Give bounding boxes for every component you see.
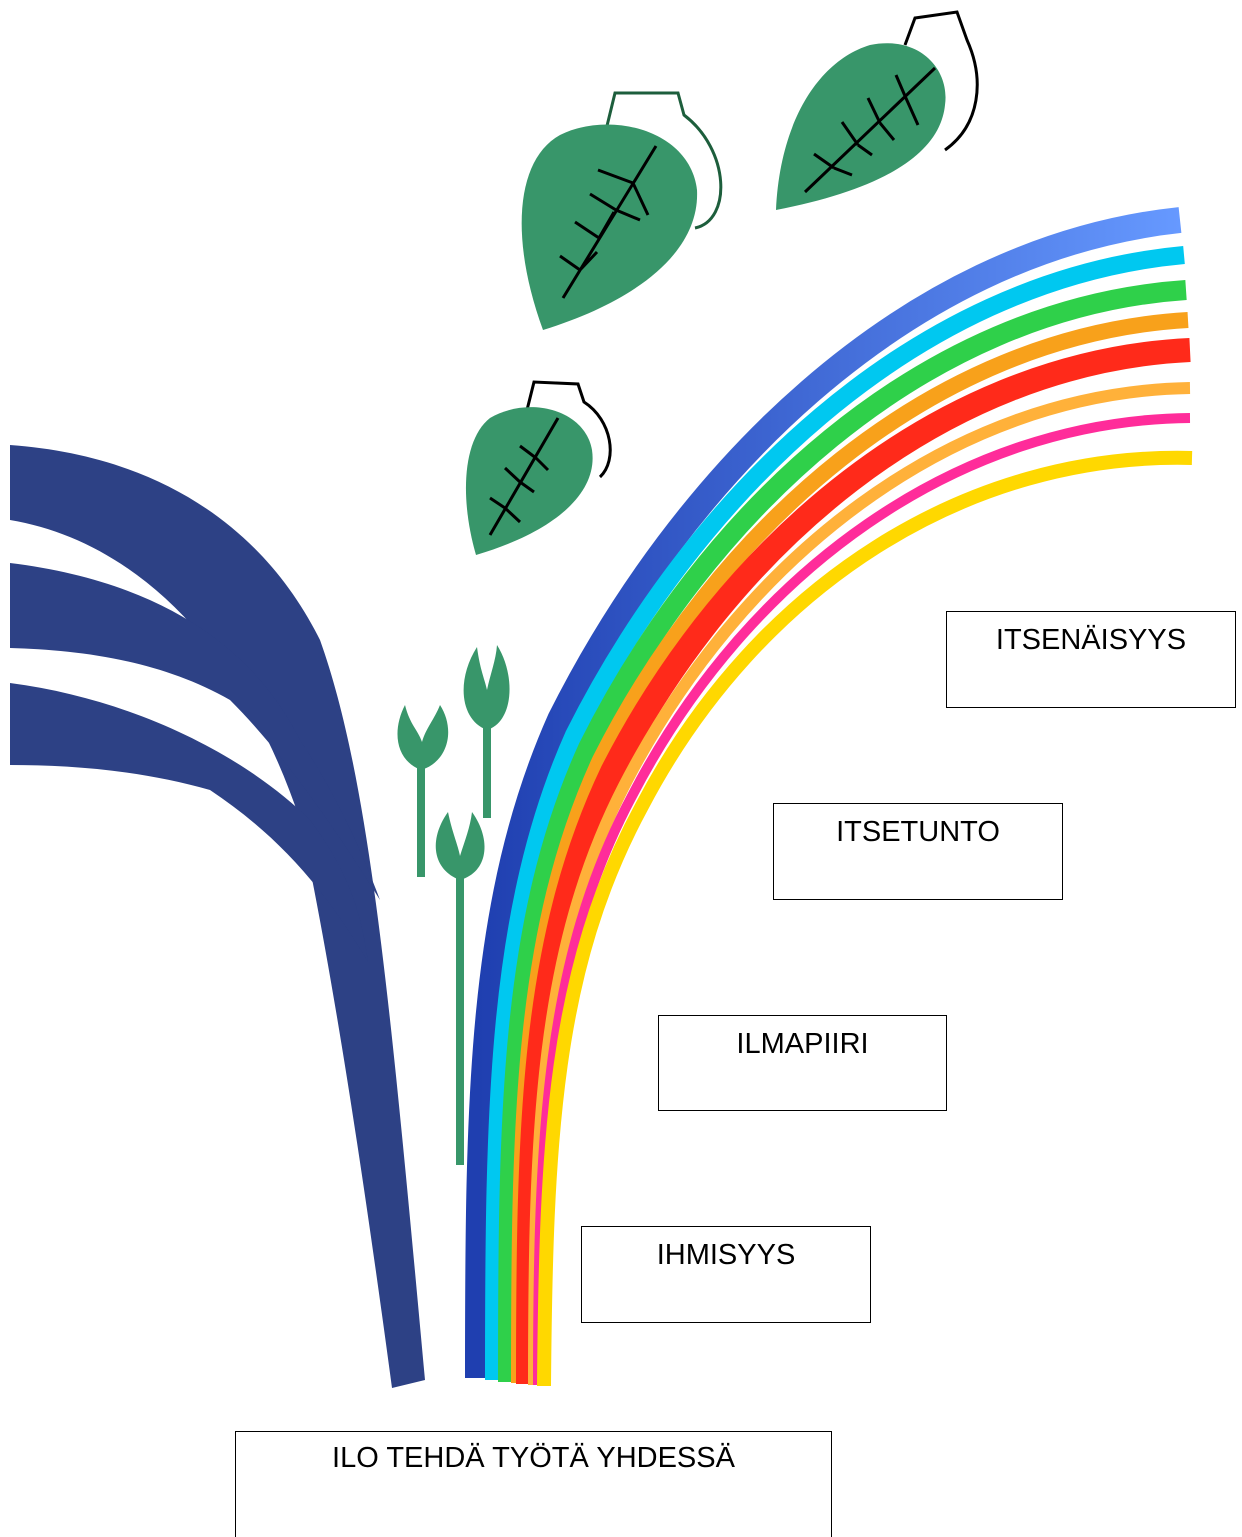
label-ilo-text: ILO TEHDÄ TYÖTÄ YHDESSÄ (236, 1432, 831, 1475)
leaf-icon-2 (776, 12, 977, 210)
label-ihmisyys-text: IHMISYYS (582, 1227, 870, 1272)
leaf-icon-1 (522, 93, 721, 330)
label-ihmisyys: IHMISYYS (581, 1226, 871, 1323)
label-ilmapiiri-text: ILMAPIIRI (659, 1016, 946, 1061)
label-itsenaisyys-text: ITSENÄISYYS (947, 612, 1235, 657)
label-ilmapiiri: ILMAPIIRI (658, 1015, 947, 1111)
label-itsetunto: ITSETUNTO (773, 803, 1063, 900)
label-itsenaisyys: ITSENÄISYYS (946, 611, 1236, 708)
label-ilo-tehda-tyota-yhdessa: ILO TEHDÄ TYÖTÄ YHDESSÄ (235, 1431, 832, 1537)
leaf-icon-3 (466, 382, 610, 555)
navy-bands (10, 445, 425, 1388)
label-itsetunto-text: ITSETUNTO (774, 804, 1062, 849)
